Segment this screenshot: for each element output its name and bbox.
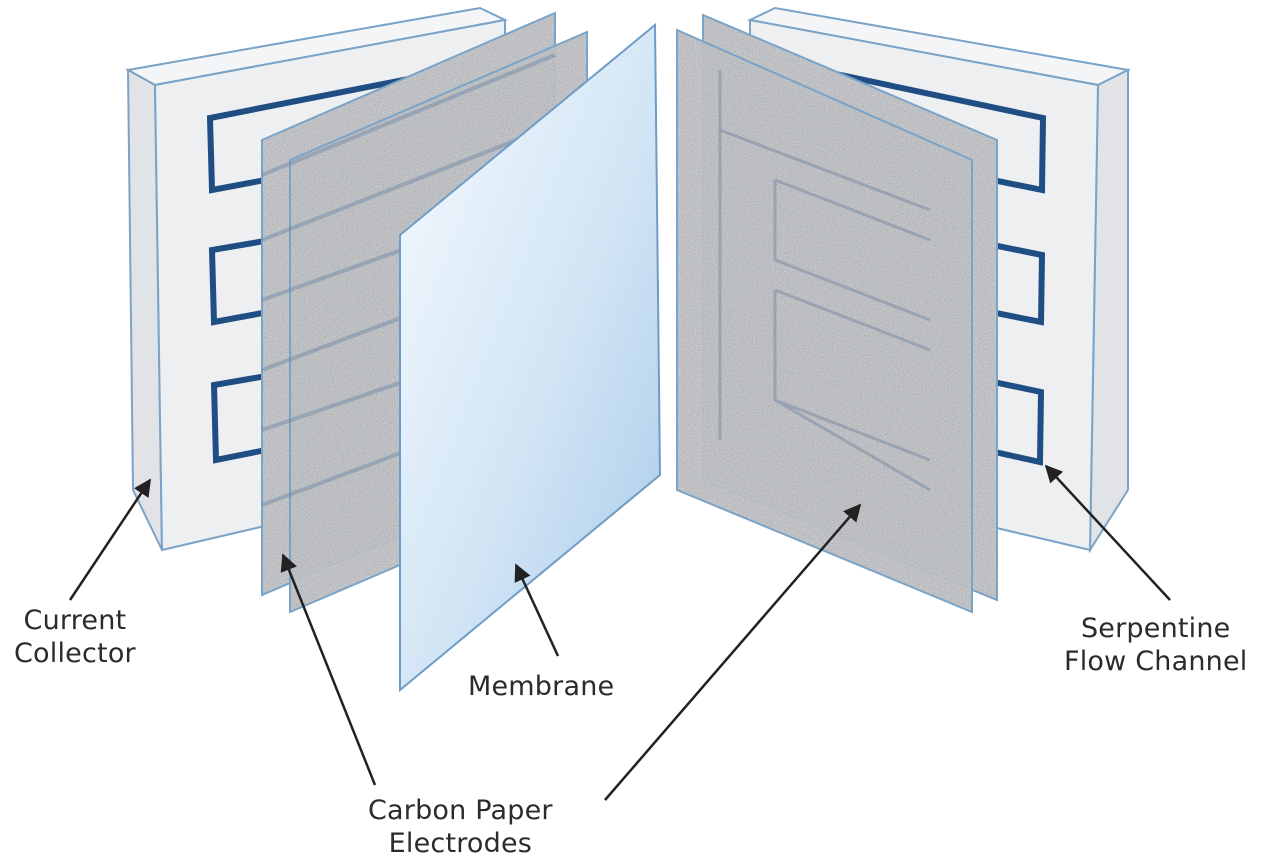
arrow-serpentine-flow-channel [1044,464,1171,601]
label-carbon-paper-electrodes-line-2: Electrodes [388,828,533,859]
label-carbon-paper-electrodes-line-1: Carbon Paper [368,795,553,826]
right-electrode-front [676,28,973,614]
leader-arrows [68,464,1171,801]
label-membrane: Membrane [468,671,615,702]
label-current-collector-line-2: Collector [14,638,136,669]
arrow-membrane [514,563,560,657]
label-current-collector: Current Collector [14,604,136,670]
label-serpentine-flow-channel-line-2: Flow Channel [1064,646,1248,677]
arrow-carbon-electrode-left [280,553,377,786]
label-serpentine-flow-channel-line-1: Serpentine [1080,613,1231,644]
membrane [399,22,662,693]
arrow-carbon-electrode-right [604,503,862,801]
right-electrode-pattern [718,70,931,492]
label-carbon-paper-electrodes: Carbon Paper Electrodes [368,794,553,860]
label-current-collector-line-1: Current [23,605,127,636]
label-serpentine-flow-channel: Serpentine Flow Channel [1064,612,1247,678]
right-carbon-paper-electrodes [676,13,998,614]
arrow-current-collector [68,478,152,601]
